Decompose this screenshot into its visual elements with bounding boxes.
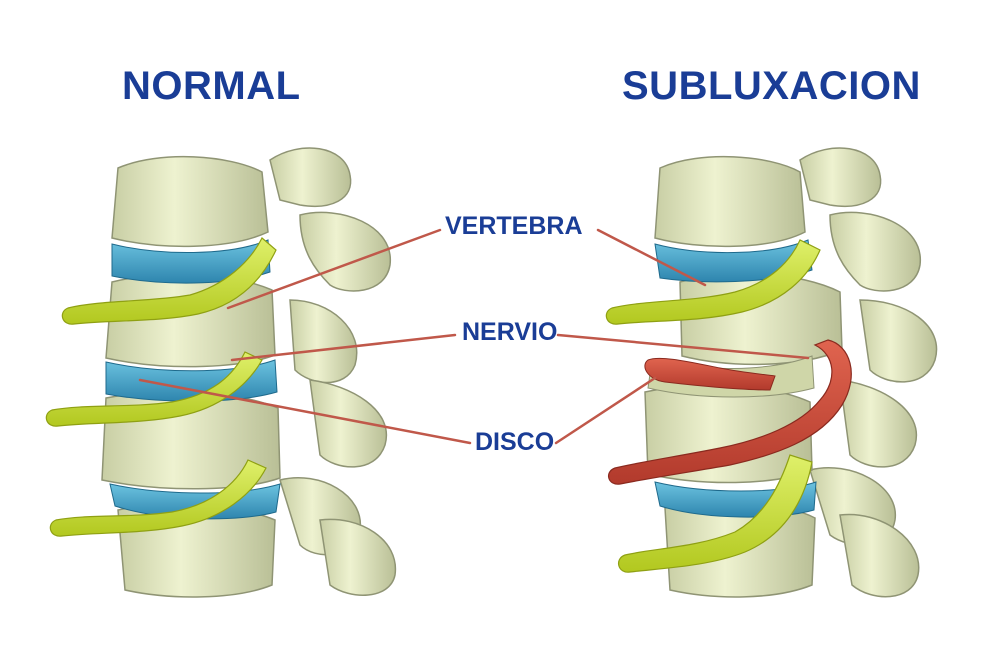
normal-posterior-processes <box>269 147 397 596</box>
subluxation-nerve-3 <box>617 454 813 573</box>
subluxation-nerve-1 <box>605 239 821 325</box>
normal-nerve-2 <box>45 351 263 427</box>
subluxation-vertebra-1 <box>654 155 806 248</box>
label-vertebra: VERTEBRA <box>445 212 583 240</box>
label-disco: DISCO <box>475 428 555 456</box>
subluxation-posterior-processes <box>799 147 938 598</box>
normal-nerves <box>45 237 277 537</box>
leader-disco-subluxation <box>554 376 657 445</box>
pinched-nerve-red-stub <box>644 357 776 391</box>
subluxation-nerves <box>605 239 852 573</box>
normal-nerve-3 <box>49 459 267 537</box>
leader-vertebra-normal <box>226 228 442 310</box>
label-nervio: NERVIO <box>462 318 558 346</box>
normal-disc-1 <box>111 239 271 284</box>
leader-lines <box>138 228 810 445</box>
subluxation-spine <box>605 147 938 598</box>
leader-nervio-subluxation <box>556 333 810 360</box>
title-normal: NORMAL <box>122 64 301 108</box>
normal-nerve-1 <box>61 237 277 325</box>
normal-spine <box>45 147 397 598</box>
leader-nervio-normal <box>230 333 457 362</box>
title-subluxacion: SUBLUXACION <box>622 64 921 108</box>
normal-vertebra-1 <box>111 155 269 248</box>
leader-vertebra-subluxation <box>596 228 707 287</box>
pinched-nerve-red <box>607 339 852 485</box>
leader-disco-normal <box>138 378 472 445</box>
